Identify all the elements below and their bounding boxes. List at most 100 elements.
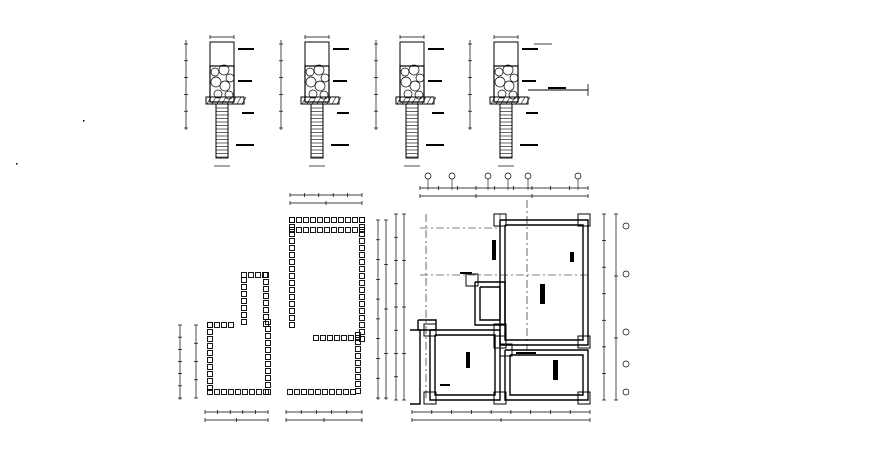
rubble-stone [225,73,235,83]
corner-footing [493,391,507,405]
section-mark [553,360,558,380]
column-box [355,332,361,338]
column-box [289,252,295,258]
foundation-wall-southwest [429,329,501,401]
column-box [207,336,213,342]
column-box [331,217,337,223]
plinth-hatch [490,96,496,105]
label-leader [516,352,536,354]
plinth-hatch [426,96,432,105]
column-box [355,335,361,341]
rubble-stone [210,67,220,77]
label-leader [548,87,566,89]
column-box [350,389,356,395]
column-box [341,335,347,341]
column-box [313,335,319,341]
foundation-wall-core [474,281,506,326]
label-leader [331,144,349,146]
plinth-hatch [525,96,531,105]
plinth-hatch [495,96,501,105]
column-box [289,224,295,230]
column-box [242,389,248,395]
column-box [359,280,365,286]
plinth-hatch [336,96,342,105]
foundation-wall-southwest-inner [434,334,496,396]
rubble-stone [497,89,507,99]
section-mark [466,352,470,368]
stray-speck [16,163,18,165]
foundation-wall-southeast-inner [509,354,584,396]
label-leader [333,80,347,82]
plinth-hatch [500,96,506,105]
rubble-stone [219,80,231,92]
column-box [263,293,269,299]
column-layout-plan [178,193,388,422]
rubble-foundation-outline [304,65,330,103]
column-box [265,361,271,367]
plinth-hatch [416,96,422,105]
rubble-stone [409,80,421,92]
rubble-stone [408,64,420,76]
column-box [265,326,271,332]
column-box [265,375,271,381]
column-box [317,217,323,223]
label-leader [428,48,444,50]
rubble-stone [213,89,223,99]
column-box [207,322,213,328]
corner-footing [423,391,437,405]
column-box [207,385,213,391]
rubble-foundation-outline [399,65,425,103]
plinth-hatch [520,96,526,105]
column-box [303,227,309,233]
rubble-stone [415,73,425,83]
plinth-hatch [241,96,247,105]
column-box [324,227,330,233]
column-box [265,354,271,360]
foundation-section-1 [184,35,254,167]
column-box [355,381,361,387]
plinth-hatch [306,96,312,105]
footing-column [215,103,229,159]
foundation-section-4 [468,35,589,167]
column-box [310,217,316,223]
plinth-hatch [216,96,222,105]
foundation-section-2 [279,35,349,167]
column-box [287,389,293,395]
column-box [289,308,295,314]
plinth-hatch [206,96,212,105]
foundation-section-3 [374,35,444,167]
corner-footing [577,335,591,349]
rubble-stone [319,90,329,100]
plinth-hatch [411,96,417,105]
column-box [207,343,213,349]
plinth-hatch [311,96,317,105]
column-box [359,294,365,300]
column-box [327,335,333,341]
column-box [241,312,247,318]
column-box [241,319,247,325]
column-box [248,272,254,278]
foundation-sections-group [184,35,589,167]
column-box [263,389,269,395]
column-box [334,335,340,341]
rubble-stone [305,67,315,77]
column-box [308,389,314,395]
label-leader [522,80,536,82]
column-box [249,389,255,395]
column-box [207,371,213,377]
plinth-hatch [321,96,327,105]
rubble-stone [218,64,230,76]
column-box [352,217,358,223]
plinth-hatch [421,96,427,105]
label-leader [426,144,444,146]
rubble-stone [502,64,514,76]
column-box [241,272,247,278]
column-box [289,217,295,223]
column-box [310,227,316,233]
column-box [289,266,295,272]
column-box [303,217,309,223]
column-box [256,389,262,395]
column-box [221,322,227,328]
